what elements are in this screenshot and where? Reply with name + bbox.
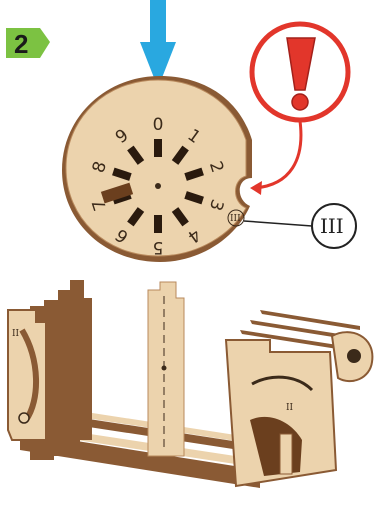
step-badge: 2 — [6, 28, 50, 59]
left-marker: II — [12, 329, 20, 339]
base-frame: II II — [8, 280, 372, 488]
dial-digit-0: 0 — [153, 115, 164, 135]
center-post — [148, 282, 184, 456]
arrow-down-icon — [140, 0, 176, 88]
warning-badge — [252, 24, 348, 120]
dial-marker-text: III — [230, 214, 241, 224]
callout-label: III — [320, 214, 344, 238]
step-number: 2 — [14, 29, 28, 59]
dial-digit-5: 5 — [153, 237, 164, 257]
right-support: II — [226, 310, 372, 486]
part-callout: III — [244, 204, 356, 248]
right-marker: II — [286, 403, 294, 413]
arrow-head — [250, 181, 262, 195]
warning-pointer-arrow — [255, 121, 301, 188]
dial-slot-0 — [154, 139, 162, 157]
dial-slot-5 — [154, 215, 162, 233]
left-support: II — [8, 280, 92, 460]
